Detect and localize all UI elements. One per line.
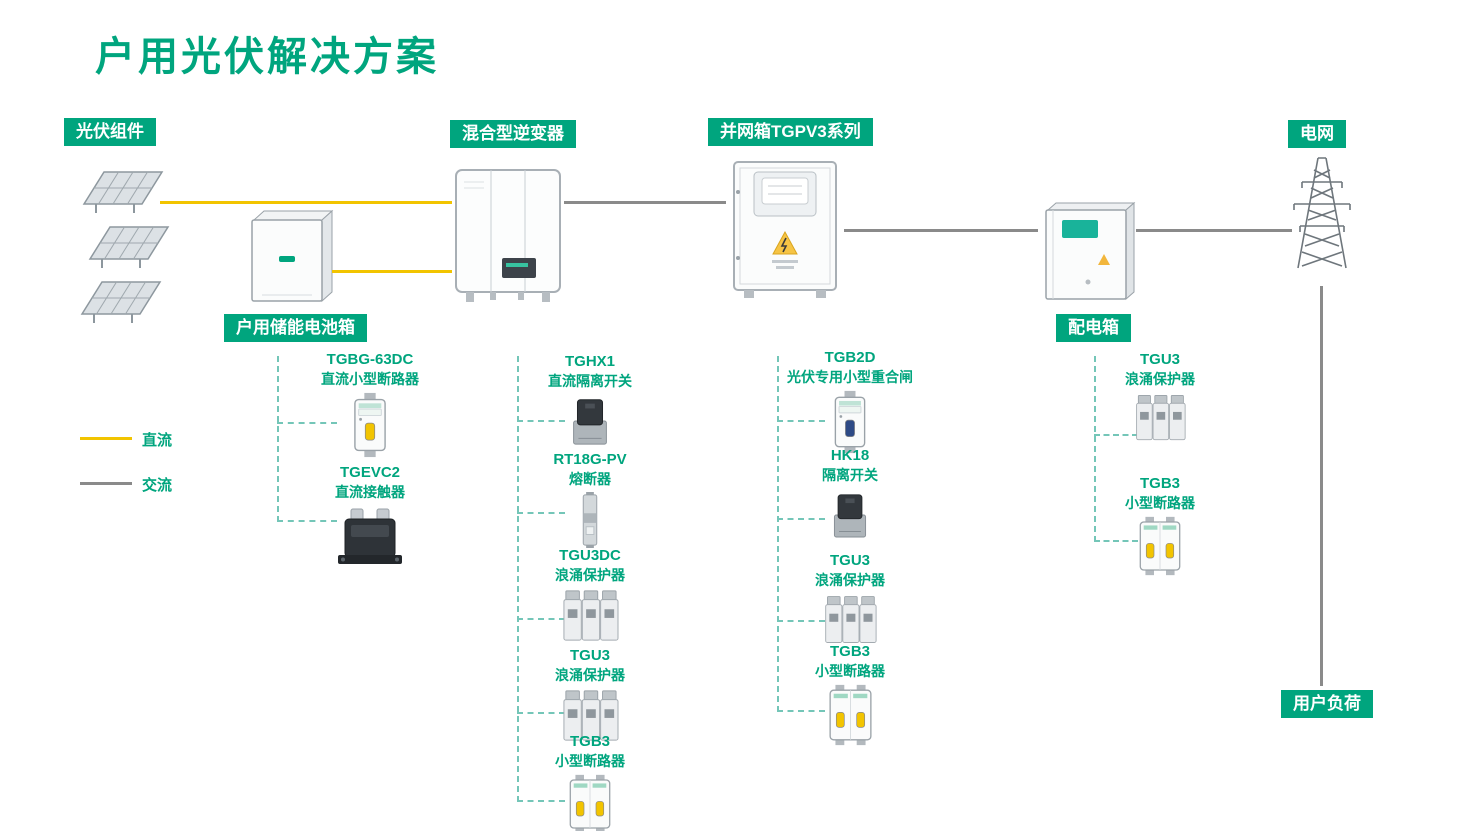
chip-grid-box: 并网箱TGPV3系列	[708, 118, 873, 147]
disconnect-switch-icon	[566, 394, 614, 448]
component-tgb2d: TGB2D 光伏专用小型重合闸	[765, 348, 935, 459]
ac-line-distbox-to-grid	[1136, 229, 1292, 232]
solar-panel-row-icon	[72, 219, 172, 274]
component-name: TGB2D	[824, 349, 876, 366]
component-name: RT18G-PV	[553, 451, 627, 468]
distbox-group-stub	[1094, 540, 1138, 542]
dc-line-battery-to-inverter	[332, 270, 452, 273]
component-name: TGU3	[829, 552, 870, 569]
circuit-breaker-icon	[1134, 516, 1186, 576]
inverter-group-stub	[517, 800, 565, 802]
distribution-box-icon	[1038, 200, 1136, 306]
inverter-group-stub	[517, 712, 565, 714]
inverter-group-stub	[517, 618, 565, 620]
solar-panel-row-icon	[64, 274, 164, 329]
battery-group-stub	[277, 520, 337, 522]
chip-grid: 电网	[1288, 120, 1346, 149]
component-tgevc2: TGEVC2 直流接触器	[285, 463, 455, 572]
component-name: TGEVC2	[339, 464, 400, 481]
component-hk18: HK18 隔离开关	[765, 446, 935, 547]
distbox-group-connector	[1094, 356, 1096, 542]
legend-ac-line	[80, 482, 132, 485]
gridbox-group-stub	[777, 420, 825, 422]
ac-line-inverter-to-gridbox	[564, 201, 726, 204]
recloser-breaker-icon	[826, 390, 874, 454]
component-name: TGBG-63DC	[326, 351, 414, 368]
inverter-group-stub	[517, 420, 565, 422]
circuit-breaker-icon	[345, 392, 395, 458]
component-name: TGU3	[569, 647, 610, 664]
component-desc: 直流隔离开关	[548, 372, 632, 389]
fuse-icon	[576, 492, 604, 548]
component-desc: 小型断路器	[815, 662, 885, 679]
surge-protector-icon	[823, 593, 877, 647]
inverter-group-stub	[517, 512, 565, 514]
component-tgu3: TGU3 浪涌保护器	[505, 646, 675, 749]
surge-protector-icon	[561, 588, 619, 644]
circuit-breaker-icon	[562, 774, 618, 831]
inverter-group-connector	[517, 356, 519, 802]
chip-battery-box: 户用储能电池箱	[224, 314, 367, 343]
component-tgu3dc: TGU3DC 浪涌保护器	[505, 546, 675, 649]
solar-panel-row-icon	[66, 164, 166, 219]
component-name: TGB3	[1139, 475, 1180, 492]
chip-inverter: 混合型逆变器	[450, 120, 576, 149]
legend-dc-label: 直流	[142, 432, 173, 449]
component-name: TGHX1	[564, 353, 615, 370]
page-title: 户用光伏解决方案	[95, 35, 439, 79]
component-name: TGU3	[1139, 351, 1180, 368]
component-tgu3: TGU3 浪涌保护器	[765, 551, 935, 652]
component-tgbg-63dc: TGBG-63DC 直流小型断路器	[285, 350, 455, 463]
component-tgb3: TGB3 小型断路器	[1075, 474, 1245, 581]
dc-line-pv-to-inverter	[160, 201, 452, 204]
chip-dist-box: 配电箱	[1056, 314, 1131, 343]
disconnect-switch-icon	[828, 488, 872, 542]
component-desc: 直流小型断路器	[321, 370, 419, 387]
chip-pv-modules: 光伏组件	[64, 118, 156, 147]
component-desc: 熔断器	[569, 470, 611, 487]
ac-line-to-user-load	[1320, 286, 1323, 686]
battery-group-stub	[277, 422, 337, 424]
component-tgu3: TGU3 浪涌保护器	[1075, 350, 1245, 449]
component-name: TGU3DC	[559, 547, 621, 564]
hybrid-inverter-icon	[452, 166, 564, 306]
component-desc: 隔离开关	[822, 466, 878, 483]
component-desc: 小型断路器	[555, 752, 625, 769]
gridbox-group-stub	[777, 518, 825, 520]
component-desc: 光伏专用小型重合闸	[787, 368, 913, 385]
circuit-breaker-icon	[823, 684, 878, 746]
component-name: TGB3	[829, 643, 870, 660]
gridbox-group-connector	[777, 356, 779, 712]
chip-user-load: 用户负荷	[1281, 690, 1373, 719]
gridbox-group-stub	[777, 620, 825, 622]
legend-dc-line	[80, 437, 132, 440]
ac-line-gridbox-to-distbox	[844, 229, 1038, 232]
component-tgb3: TGB3 小型断路器	[505, 732, 675, 831]
legend-ac-label: 交流	[142, 477, 173, 494]
component-desc: 小型断路器	[1125, 494, 1195, 511]
component-desc: 浪涌保护器	[815, 571, 885, 588]
distbox-group-stub	[1094, 434, 1138, 436]
grid-connection-box-icon	[726, 158, 844, 300]
component-tgb3: TGB3 小型断路器	[765, 642, 935, 751]
component-desc: 浪涌保护器	[555, 566, 625, 583]
component-rt18g-pv: RT18G-PV 熔断器	[505, 450, 675, 553]
surge-protector-icon	[1134, 392, 1186, 444]
component-desc: 直流接触器	[335, 483, 405, 500]
component-desc: 浪涌保护器	[555, 666, 625, 683]
component-desc: 浪涌保护器	[1125, 370, 1195, 387]
component-tghx1: TGHX1 直流隔离开关	[505, 352, 675, 453]
transmission-tower-icon	[1284, 154, 1360, 272]
battery-cabinet-icon	[238, 206, 338, 306]
component-name: TGB3	[569, 733, 610, 750]
dc-contactor-icon	[334, 505, 406, 567]
component-name: HK18	[830, 447, 870, 464]
battery-group-connector	[277, 356, 279, 522]
gridbox-group-stub	[777, 710, 825, 712]
